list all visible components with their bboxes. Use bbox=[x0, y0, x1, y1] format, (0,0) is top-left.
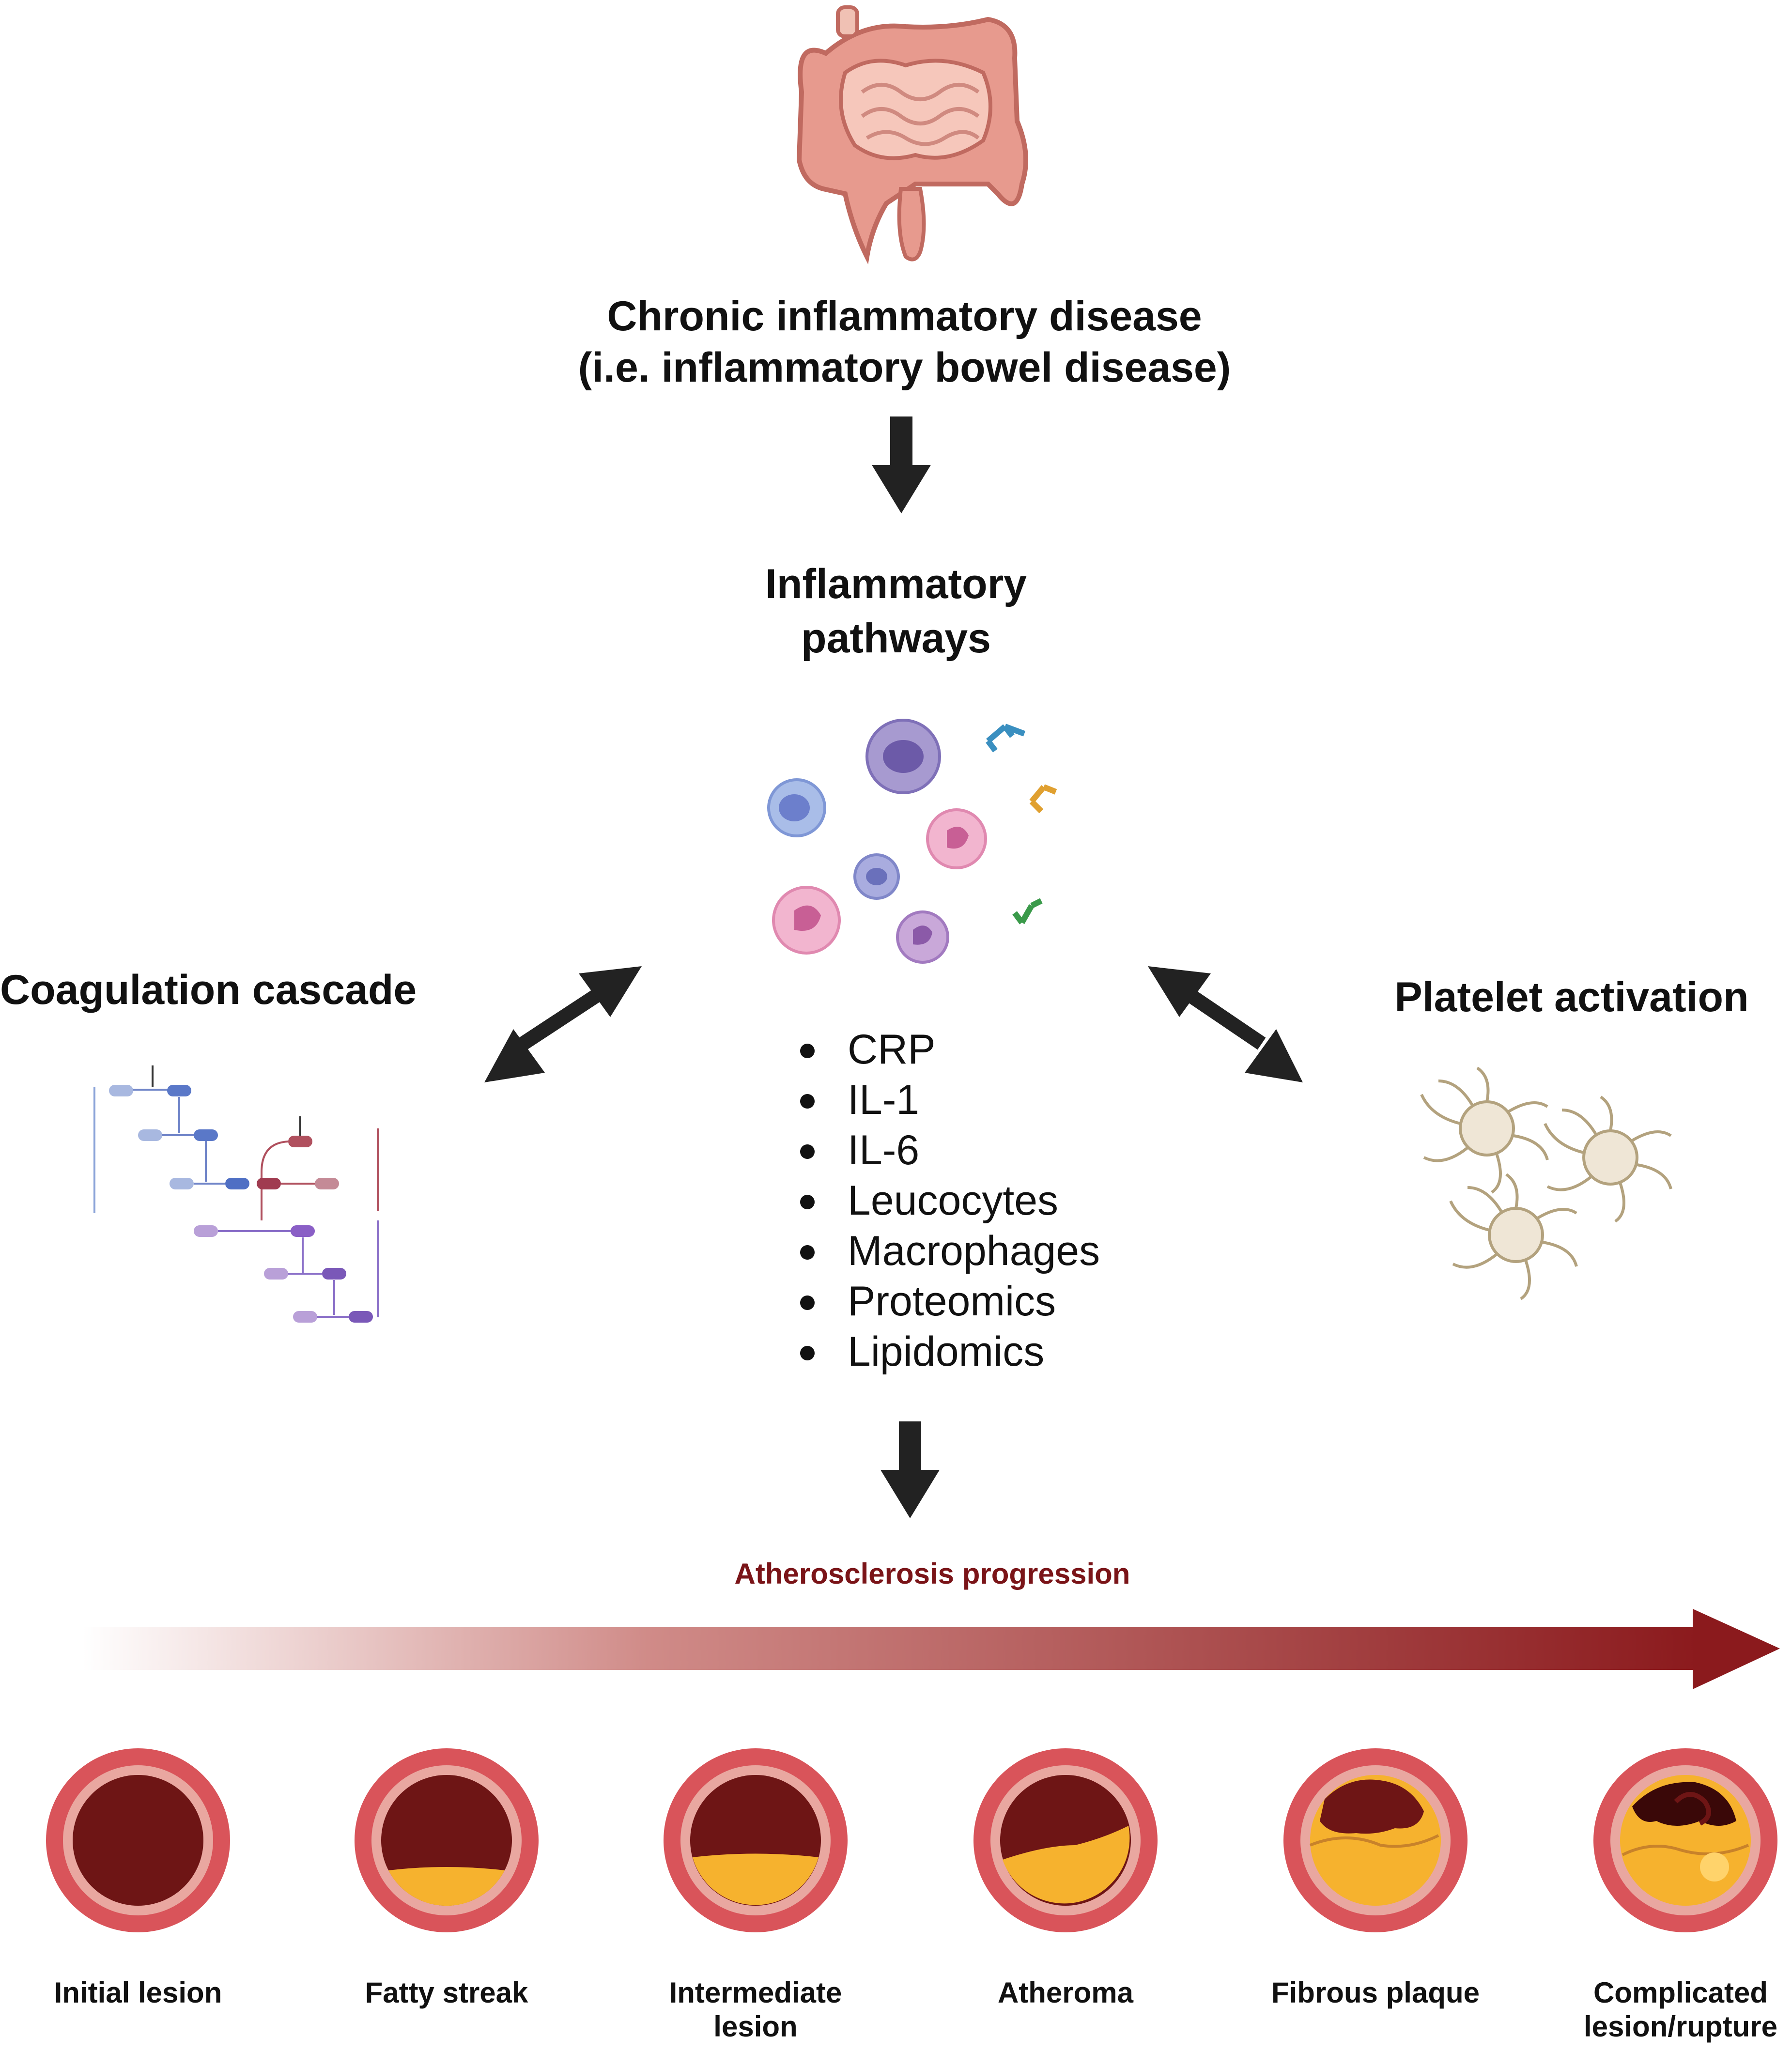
artery-stage-3 bbox=[664, 1748, 848, 1932]
disease-title-line2: (i.e. inflammatory bowel disease) bbox=[578, 344, 1231, 391]
list-item: Leucocytes bbox=[794, 1175, 1230, 1226]
artery-stage-4 bbox=[973, 1748, 1158, 1932]
list-item: CRP bbox=[794, 1024, 1230, 1075]
artery-stage-1 bbox=[46, 1748, 230, 1932]
stage-label-line2: lesion/rupture bbox=[1583, 2010, 1778, 2043]
progression-arrow bbox=[82, 1609, 1780, 1689]
pathways-title-line2: pathways bbox=[801, 615, 991, 662]
list-item: Macrophages bbox=[794, 1226, 1230, 1276]
immune-cells-icon bbox=[767, 719, 1057, 964]
stage-label-line1: Intermediate bbox=[669, 1976, 842, 2009]
list-item: Lipidomics bbox=[794, 1326, 1230, 1377]
list-item: IL-1 bbox=[794, 1075, 1230, 1125]
stage-label-line2: lesion bbox=[713, 2010, 798, 2043]
stage-label-line1: Atheroma bbox=[997, 1976, 1134, 2009]
disease-title: Chronic inflammatory disease (i.e. infla… bbox=[436, 291, 1373, 393]
progression-label: Atherosclerosis progression bbox=[734, 1558, 1130, 1590]
stage-label-atheroma: Atheroma bbox=[954, 1976, 1177, 2010]
stage-label-line1: Initial lesion bbox=[54, 1976, 222, 2009]
double-arrow-left bbox=[484, 966, 642, 1082]
stage-label-fibrous-plaque: Fibrous plaque bbox=[1264, 1976, 1487, 2010]
stage-label-initial-lesion: Initial lesion bbox=[27, 1976, 249, 2010]
list-item: Proteomics bbox=[794, 1276, 1230, 1326]
stage-label-complicated-lesion: Complicated lesion/rupture bbox=[1569, 1976, 1792, 2044]
stage-label-intermediate-lesion: Intermediate lesion bbox=[644, 1976, 867, 2044]
pathways-title: Inflammatory pathways bbox=[654, 557, 1138, 665]
disease-title-line1: Chronic inflammatory disease bbox=[607, 293, 1202, 339]
platelet-title: Platelet activation bbox=[1394, 974, 1749, 1020]
coagulation-cascade-icon bbox=[93, 1065, 379, 1323]
intestine-icon bbox=[796, 5, 1028, 264]
arrow-down-1 bbox=[872, 416, 931, 513]
double-arrow-right bbox=[1148, 966, 1303, 1082]
stage-label-line1: Complicated bbox=[1593, 1976, 1768, 2009]
list-item: IL-6 bbox=[794, 1125, 1230, 1175]
marker-list: CRP IL-1 IL-6 Leucocytes Macrophages Pro… bbox=[794, 1024, 1230, 1377]
arrow-down-2 bbox=[881, 1421, 940, 1518]
artery-stage-6 bbox=[1593, 1748, 1777, 1932]
stage-label-fatty-streak: Fatty streak bbox=[335, 1976, 558, 2010]
platelet-icon bbox=[1420, 1066, 1672, 1300]
pathways-title-line1: Inflammatory bbox=[765, 561, 1027, 607]
artery-stage-5 bbox=[1283, 1748, 1468, 1932]
coagulation-title: Coagulation cascade bbox=[0, 967, 417, 1013]
stage-label-line1: Fibrous plaque bbox=[1271, 1976, 1480, 2009]
stage-label-line1: Fatty streak bbox=[365, 1976, 528, 2009]
artery-stage-2 bbox=[355, 1748, 539, 1932]
